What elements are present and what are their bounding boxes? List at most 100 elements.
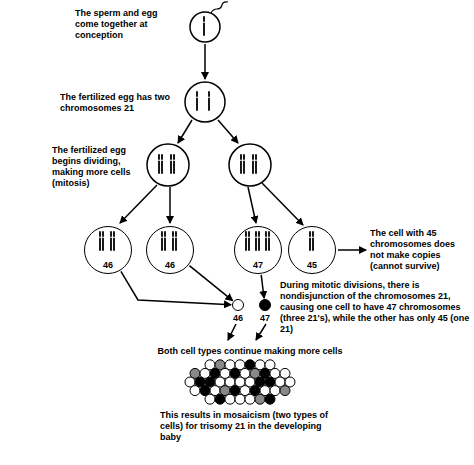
chromosome xyxy=(203,17,205,21)
cell-type-47: 47 xyxy=(259,299,271,311)
chromosome xyxy=(102,239,104,251)
chromosome xyxy=(196,92,198,96)
chromosome xyxy=(309,239,311,251)
chromosome xyxy=(312,232,314,236)
cell-46: 46 xyxy=(84,226,132,274)
arrow xyxy=(120,185,157,223)
annotation-text: The sperm and egg come together at conce… xyxy=(75,8,180,41)
chromosome xyxy=(110,239,112,251)
cluster-cell xyxy=(265,394,275,404)
chromosome xyxy=(245,232,247,236)
cluster-cell xyxy=(245,394,255,404)
chromosome xyxy=(258,239,260,251)
chromosome xyxy=(240,162,242,174)
annotation-text: The fertilized egg begins dividing, maki… xyxy=(52,145,140,189)
annotation-text: During mitotic divisions, there is nondi… xyxy=(280,280,470,335)
chromosome xyxy=(161,162,163,174)
daughter-cell xyxy=(147,144,189,186)
cluster-cell xyxy=(235,394,245,404)
chromosome xyxy=(208,92,210,96)
chromosome xyxy=(172,232,174,236)
sperm-tail xyxy=(211,2,228,13)
chromosome-count: 45 xyxy=(307,260,317,271)
chromosome xyxy=(102,232,104,236)
cluster-cell xyxy=(205,394,215,404)
chromosome xyxy=(158,155,160,159)
cluster-cell xyxy=(280,386,290,396)
arrow xyxy=(169,187,171,223)
cluster-cell xyxy=(255,394,265,404)
arrow xyxy=(248,187,256,223)
arrow xyxy=(218,120,238,143)
chromosome xyxy=(175,239,177,251)
arrow xyxy=(338,249,366,251)
cell-46: 46 xyxy=(146,226,194,274)
chromosome xyxy=(170,162,172,174)
annotation-text: This results in mosaicism (two types of … xyxy=(160,410,335,443)
chromosome xyxy=(164,239,166,251)
chromosome xyxy=(248,239,250,251)
arrow xyxy=(262,183,303,225)
arrow xyxy=(256,324,266,340)
annotation-text: Both cell types continue making more cel… xyxy=(130,346,370,357)
chromosome xyxy=(203,24,205,36)
cell-cluster xyxy=(185,360,295,404)
chromosome xyxy=(113,232,115,236)
connector-arrow xyxy=(261,275,264,298)
chromosome-count: 46 xyxy=(103,260,113,271)
chromosome xyxy=(312,239,314,251)
chromosome xyxy=(158,162,160,174)
chromosomes xyxy=(100,17,313,250)
chromosome xyxy=(170,155,172,159)
chromosome xyxy=(113,239,115,251)
chromosome xyxy=(258,232,260,236)
chromosome xyxy=(252,162,254,174)
chromosome xyxy=(161,239,163,251)
chromosome xyxy=(175,232,177,236)
chromosome xyxy=(243,155,245,159)
chromosome xyxy=(164,232,166,236)
annotation-text: The fertilized egg has two chromosomes 2… xyxy=(60,92,180,114)
cell-type-46: 46 xyxy=(232,299,244,311)
arrow xyxy=(204,44,206,79)
chromosome xyxy=(255,232,257,236)
arrow xyxy=(228,324,236,340)
cluster-cell xyxy=(190,386,200,396)
chromosome xyxy=(172,239,174,251)
chromosome xyxy=(161,232,163,236)
chromosome xyxy=(309,232,311,236)
annotation-text: The cell with 45 chromosomes does not ma… xyxy=(370,228,468,272)
chromosome xyxy=(248,232,250,236)
chromosome-count: 47 xyxy=(253,260,263,271)
chromosome xyxy=(196,99,198,111)
chromosome xyxy=(265,239,267,251)
chromosome xyxy=(255,155,257,159)
chromosome xyxy=(255,162,257,174)
daughter-cell xyxy=(229,144,271,186)
chromosome xyxy=(245,239,247,251)
cluster-cell xyxy=(215,394,225,404)
chromosome xyxy=(173,162,175,174)
chromosome xyxy=(255,239,257,251)
arrow xyxy=(178,120,192,143)
chromosome xyxy=(240,155,242,159)
chromosome xyxy=(243,162,245,174)
connector-arrow xyxy=(189,266,232,301)
fertilized-egg xyxy=(185,82,225,122)
chromosome xyxy=(252,155,254,159)
chromosome-count: 46 xyxy=(233,313,243,324)
connector-arrow xyxy=(121,271,231,304)
cluster-cell xyxy=(225,394,235,404)
chromosome xyxy=(99,232,101,236)
cell-45: 45 xyxy=(288,226,336,274)
chromosome xyxy=(161,155,163,159)
chromosome xyxy=(268,239,270,251)
chromosome-count: 47 xyxy=(260,313,270,324)
chromosome xyxy=(173,155,175,159)
chromosome xyxy=(208,99,210,111)
chromosome xyxy=(265,232,267,236)
chromosome xyxy=(99,239,101,251)
chromosome xyxy=(268,232,270,236)
egg-cell xyxy=(190,12,220,42)
